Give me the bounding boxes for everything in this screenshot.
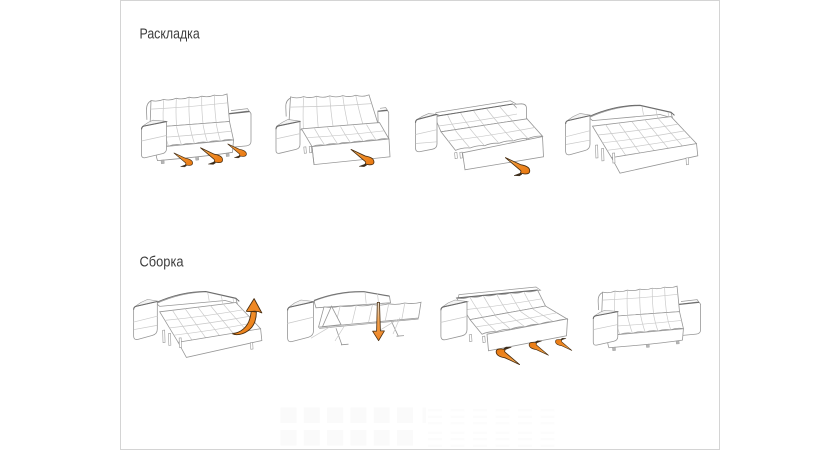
svg-text:Сборка: Сборка <box>140 254 184 270</box>
svg-text:Раскладка: Раскладка <box>140 26 200 42</box>
